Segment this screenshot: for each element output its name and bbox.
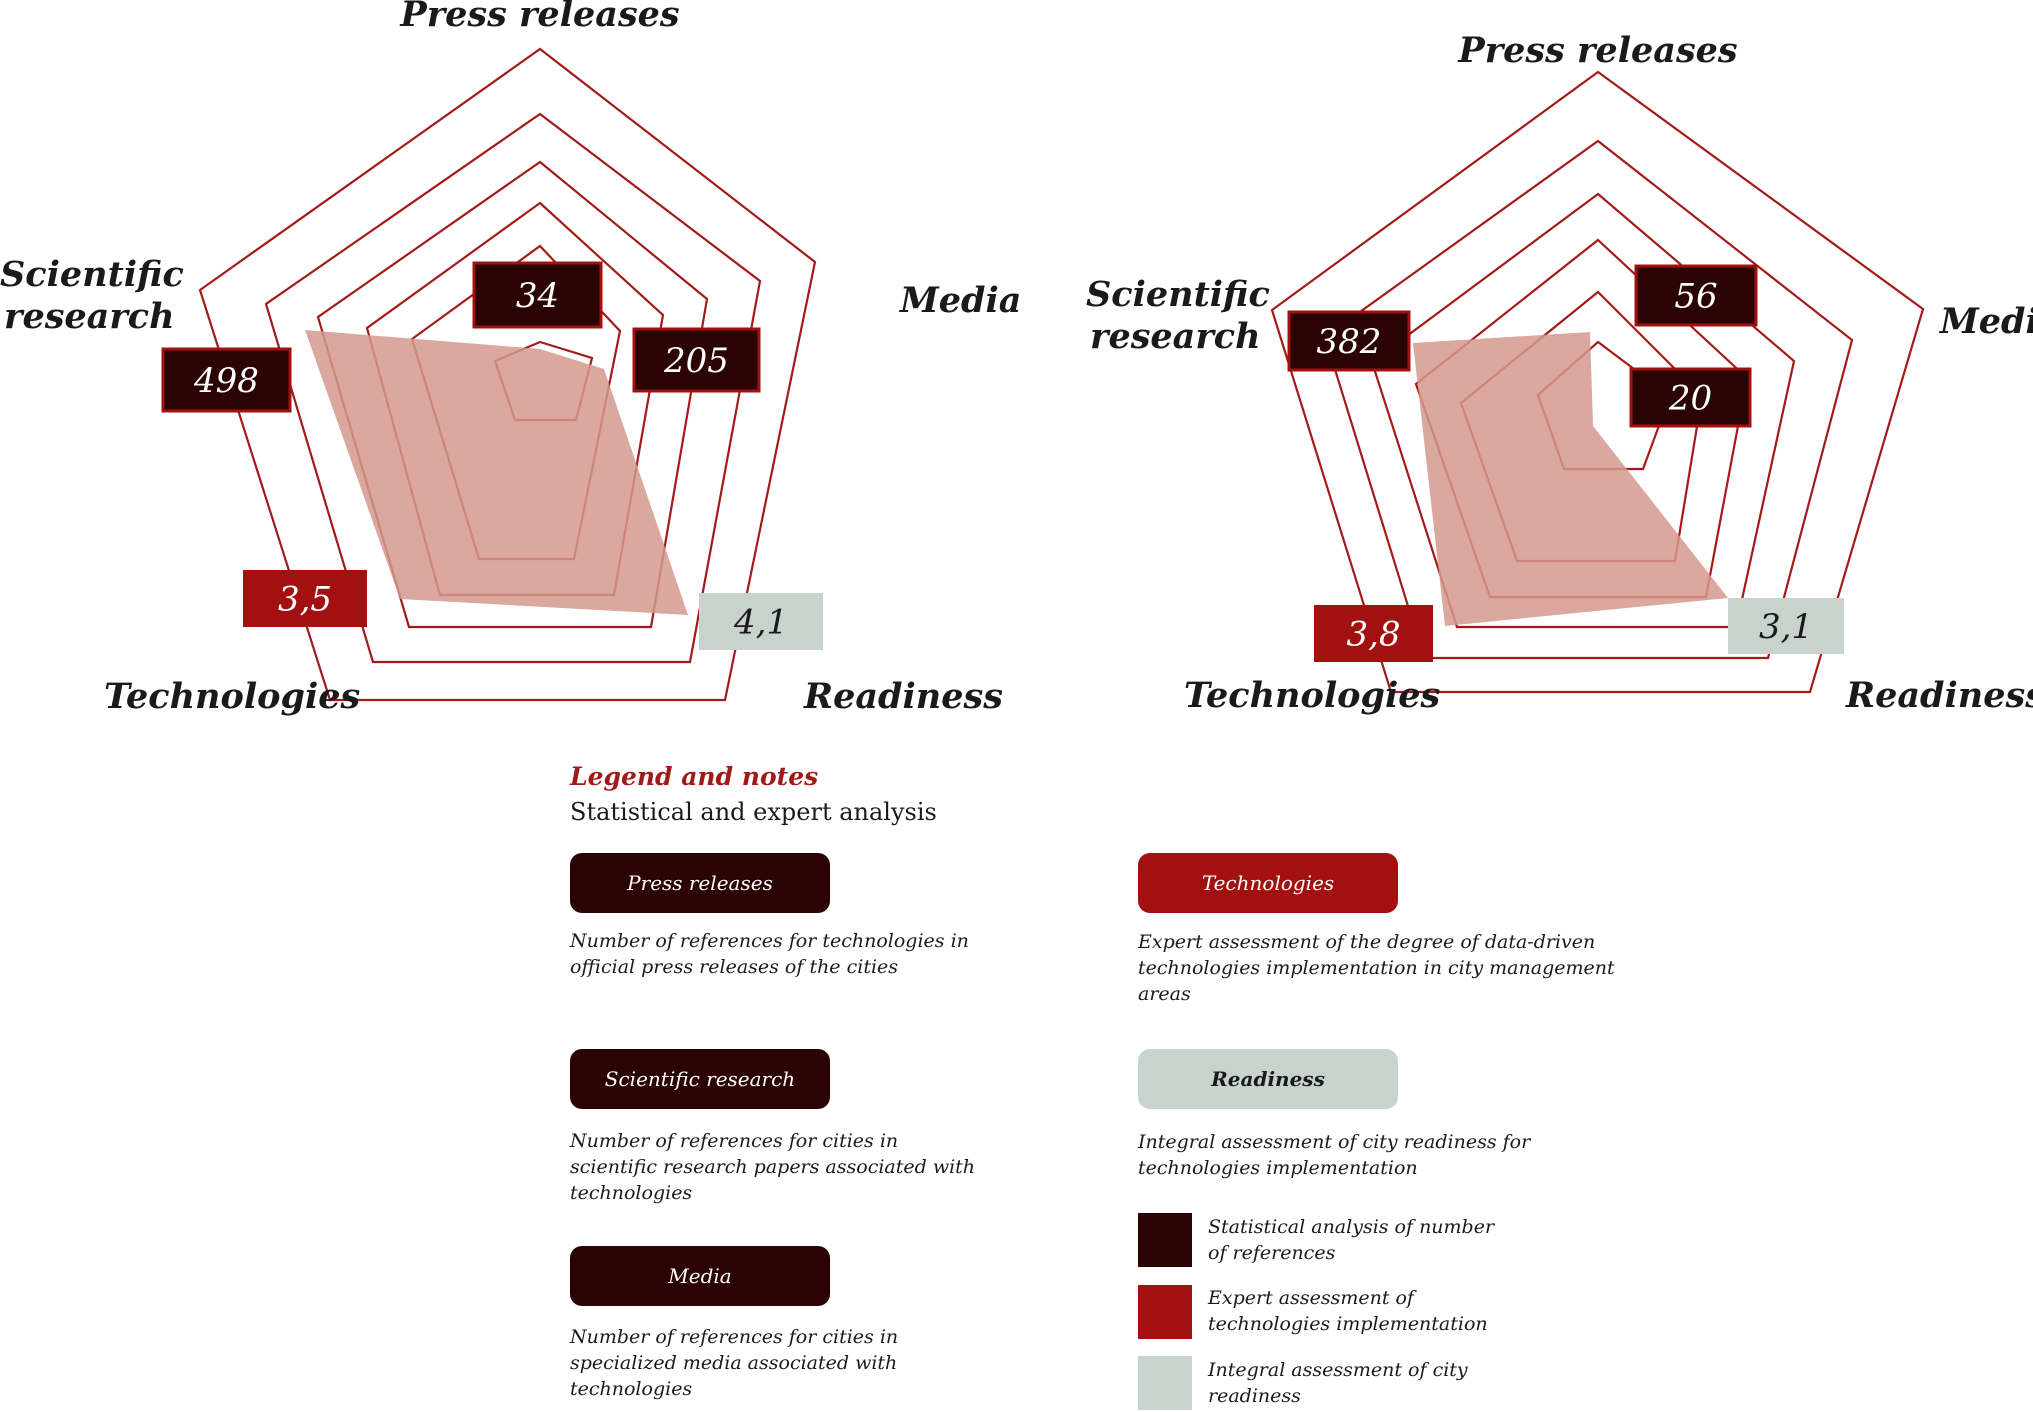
grid-ring	[316, 160, 709, 629]
value-text: 205	[663, 341, 729, 381]
key-swatch-expert	[1138, 1285, 1192, 1339]
value-label-technologies: 3,8	[1314, 605, 1433, 662]
value-text: 20	[1668, 379, 1712, 419]
value-box	[1728, 598, 1844, 654]
legend-pill-label: Scientific research	[604, 1067, 796, 1091]
legend-pill-press-releases: Press releases	[570, 853, 830, 913]
value-text: 3,5	[278, 580, 332, 620]
axis-label-press-releases: Press releases	[399, 0, 679, 35]
value-box	[472, 261, 603, 329]
value-box	[1287, 310, 1411, 372]
radar-chart-2: 56 20 3,1 3,8 382	[1270, 70, 1925, 694]
legend-pill-scientific-research: Scientific research	[570, 1049, 830, 1109]
value-label-technologies: 3,5	[243, 570, 367, 627]
value-text: 3,8	[1346, 615, 1400, 655]
grid-ring	[1270, 70, 1925, 694]
value-text: 498	[193, 361, 259, 401]
axis-label-technologies: Technologies	[104, 676, 360, 717]
series-area	[305, 330, 688, 615]
legend-pill-readiness: Readiness	[1138, 1049, 1398, 1109]
value-box	[1314, 605, 1433, 662]
legend-subtitle: Statistical and expert analysis	[570, 798, 937, 826]
legend-desc-media: Number of references for cities in speci…	[570, 1326, 899, 1400]
legend-desc-scientific-research: Number of references for cities in scien…	[570, 1130, 976, 1204]
value-label-scientific-research: 382	[1287, 310, 1411, 372]
value-label-press-releases: 34	[472, 261, 603, 329]
series-area	[1413, 332, 1728, 626]
legend-desc-technologies: Expert assessment of the degree of data-…	[1138, 931, 1615, 1005]
axis-label-technologies: Technologies	[1184, 675, 1440, 716]
value-box	[1629, 367, 1752, 428]
legend-pill-label: Media	[668, 1264, 732, 1288]
key-text-expert: Expert assessment of technologies implem…	[1208, 1287, 1488, 1335]
value-label-press-releases: 56	[1634, 264, 1758, 327]
value-label-media: 20	[1629, 367, 1752, 428]
value-text: 34	[516, 276, 559, 316]
key-swatch-statistical	[1138, 1213, 1192, 1267]
value-box	[632, 327, 761, 393]
legend-desc-press-releases: Number of references for technologies in…	[570, 930, 969, 978]
value-text: 3,1	[1759, 607, 1813, 647]
axis-label-readiness: Readiness	[803, 676, 1003, 717]
radar-charts: 34 205 4,1 3,5 498 56 20 3,1 3,8 382 Press release…	[0, 0, 2033, 717]
key-text-readiness: Integral assessment of city readiness	[1208, 1359, 1468, 1407]
value-label-scientific-research: 498	[161, 347, 292, 413]
axis-label-media: Media	[899, 280, 1021, 321]
value-text: 4,1	[733, 603, 788, 643]
value-box	[243, 570, 367, 627]
legend-pill-label: Press releases	[627, 871, 773, 895]
value-box	[161, 347, 292, 413]
legend-pill-label: Technologies	[1201, 871, 1335, 895]
legend-pill-media: Media	[570, 1246, 830, 1306]
axis-label-readiness: Readiness	[1845, 675, 2033, 716]
value-text: 382	[1317, 322, 1382, 362]
key-swatch-readiness	[1138, 1356, 1192, 1410]
value-label-media: 205	[632, 327, 761, 393]
grid-ring	[264, 112, 762, 664]
value-label-readiness: 4,1	[699, 593, 823, 650]
axis-label-press-releases: Press releases	[1457, 30, 1737, 71]
radar-chart-1: 34 205 4,1 3,5 498	[161, 47, 823, 702]
value-text: 56	[1674, 277, 1717, 317]
legend-pill-technologies: Technologies	[1138, 853, 1398, 913]
axis-label-media: Media	[1939, 301, 2033, 342]
grid-ring	[1323, 139, 1854, 660]
value-box	[699, 593, 823, 650]
legend-pill-label: Readiness	[1211, 1067, 1325, 1091]
legend-title: Legend and notes	[570, 762, 819, 791]
legend-desc-readiness: Integral assessment of city readiness fo…	[1138, 1131, 1531, 1179]
key-text-statistical: Statistical analysis of number of refere…	[1208, 1216, 1495, 1264]
value-label-readiness: 3,1	[1728, 598, 1844, 654]
value-box	[1634, 264, 1758, 327]
grid-ring	[198, 47, 817, 702]
